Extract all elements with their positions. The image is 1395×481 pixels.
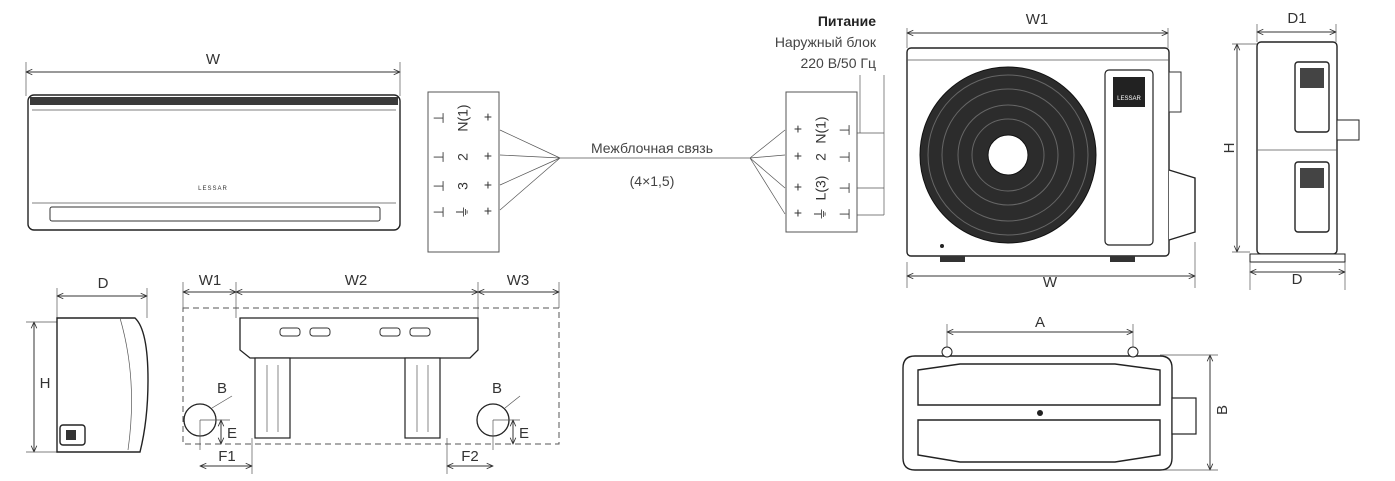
outdoor-terminal-code-1: 2 [813,153,829,161]
indoor-terminal-wire-3: ⊥ [431,206,447,218]
indoor-height-label: H [40,375,51,392]
plate-f2-label: F2 [461,448,479,465]
outdoor-terminal-wire-0: ⊥ [837,124,853,136]
outdoor-terminal-sym-0: + [794,121,802,137]
outdoor-terminal-wire-1: ⊥ [837,151,853,163]
outdoor-terminal-sym-1: + [794,148,802,164]
outdoor-unit-front: W1 LESSAR W [906,11,1196,291]
power-title: Питание [818,13,876,29]
outdoor-unit-bottom: A B [902,314,1231,471]
plate-b-right-label: B [492,380,502,397]
outdoor-unit-side: D1 H D [1221,10,1360,290]
power-line2: 220 В/50 Гц [800,55,876,71]
indoor-unit-side: D H [26,275,149,453]
indoor-width-label: W [206,51,221,68]
power-line1: Наружный блок [775,34,877,50]
outdoor-terminal-block: + N(1) ⊥ +2 ⊥ + L(3) ⊥ + ⏚ ⊥ [785,91,884,233]
indoor-unit-front: W LESSAR [26,51,401,231]
outdoor-terminal-sym-2: + [794,179,802,195]
plate-f1-label: F1 [218,448,236,465]
outdoor-d-label: D [1292,271,1303,288]
indoor-terminal-code-1: 2 [455,153,471,161]
indoor-terminal-sym-0: + [484,109,492,125]
indoor-terminal-sym-2: + [484,177,492,193]
interconnect-wiring: Межблочная связь (4×1,5) [499,129,786,215]
outdoor-terminal-wire-3: ⊥ [837,208,853,220]
indoor-terminal-code-2: 3 [455,182,471,190]
plate-e-right-label: E [519,425,529,442]
indoor-terminal-sym-1: + [484,148,492,164]
outdoor-terminal-code-2: L(3) [813,176,829,201]
indoor-terminal-code-0: N(1) [455,104,471,131]
indoor-brand-logo: LESSAR [198,186,228,192]
indoor-terminal-code-3: ⏚ [455,205,471,219]
plate-e-left-label: E [227,425,237,442]
plate-w1-label: W1 [199,272,222,289]
mounting-plate-diagram: W1 W2 W3 B B E E F1 F2 [183,272,559,474]
interconnect-spec: (4×1,5) [630,173,675,189]
indoor-terminal-block: ⊥ N(1) + ⊥ 2 + ⊥ 3 + ⊥ ⏚ + [427,91,500,253]
outdoor-terminal-code-3: ⏚ [813,207,829,221]
power-info: Питание Наружный блок 220 В/50 Гц [775,13,885,215]
plate-b-left-label: B [217,380,227,397]
outdoor-w1-label: W1 [1026,11,1049,28]
outdoor-w-label: W [1043,274,1058,291]
outdoor-terminal-code-0: N(1) [813,116,829,143]
outdoor-h-label: H [1221,143,1238,154]
indoor-depth-label: D [98,275,109,292]
indoor-terminal-sym-3: + [484,203,492,219]
outdoor-terminal-wire-2: ⊥ [837,182,853,194]
indoor-terminal-wire-1: ⊥ [431,151,447,163]
outdoor-terminal-sym-3: + [794,205,802,221]
plate-w3-label: W3 [507,272,530,289]
indoor-terminal-wire-0: ⊥ [431,112,447,124]
outdoor-a-label: A [1035,314,1045,331]
plate-w2-label: W2 [345,272,368,289]
outdoor-brand-logo: LESSAR [1117,96,1141,102]
interconnect-label: Межблочная связь [591,140,713,156]
indoor-terminal-wire-2: ⊥ [431,180,447,192]
outdoor-d1-label: D1 [1287,10,1306,27]
outdoor-b-label: B [1214,405,1231,415]
